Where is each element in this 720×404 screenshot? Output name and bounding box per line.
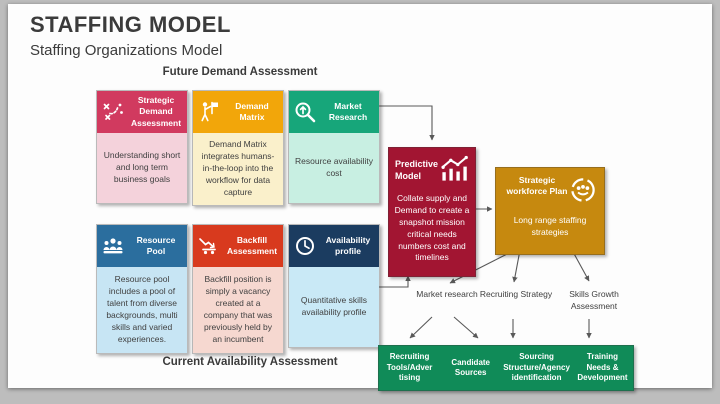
search-up-icon bbox=[289, 100, 321, 124]
box-title: Resource Pool bbox=[136, 234, 176, 256]
box-predictive-model: Predictive Model Collate supply and Dema… bbox=[388, 147, 476, 277]
bar-item-training-needs: Training Needs & Development bbox=[577, 352, 628, 383]
bottom-outcomes-bar: Recruiting Tools/Adver tising Candidate … bbox=[378, 345, 634, 391]
box-body-text: Collate supply and Demand to create a sn… bbox=[394, 193, 470, 263]
strategy-icon bbox=[97, 100, 129, 124]
slide-canvas: STAFFING MODEL Staffing Organizations Mo… bbox=[8, 4, 712, 391]
current-availability-assessment-label: Current Availability Assessment bbox=[162, 356, 338, 368]
box-header: Market Research bbox=[289, 91, 379, 133]
box-title: Market Research bbox=[328, 100, 368, 122]
slide-title: STAFFING MODEL bbox=[30, 12, 231, 37]
team-cycle-icon bbox=[568, 175, 598, 210]
label-skills-growth-assessment: Skills Growth Assessment bbox=[569, 289, 619, 312]
clock-icon bbox=[289, 234, 321, 258]
box-title: Predictive Model bbox=[395, 158, 439, 181]
box-market-research: Market Research Resource availability co… bbox=[288, 90, 380, 204]
bar-item-recruiting-tools: Recruiting Tools/Adver tising bbox=[386, 352, 433, 383]
box-strategic-workforce-plan: Strategic workforce Plan Long range staf… bbox=[495, 167, 605, 255]
future-demand-assessment-label: Future Demand Assessment bbox=[162, 66, 318, 78]
slide-subtitle: Staffing Organizations Model bbox=[30, 42, 223, 59]
people-icon bbox=[97, 234, 129, 258]
box-body-text: Backfill position is simply a vacancy cr… bbox=[193, 267, 283, 353]
box-header: Demand Matrix bbox=[193, 91, 283, 133]
box-strategic-demand-assessment: Strategic Demand Assessment Understandin… bbox=[96, 90, 188, 204]
box-header: Availability profile bbox=[289, 225, 379, 267]
bar-item-sourcing-structure: Sourcing Structure/Agency identification bbox=[503, 352, 570, 383]
box-body-text: Long range staffing strategies bbox=[513, 215, 587, 237]
box-header: Strategic workforce Plan bbox=[496, 168, 604, 210]
flag-person-icon bbox=[193, 100, 225, 124]
box-title: Demand Matrix bbox=[235, 100, 269, 122]
chart-icon bbox=[439, 154, 471, 187]
cart-icon bbox=[193, 234, 225, 258]
box-body-text: Resource availability cost bbox=[289, 133, 379, 203]
box-header: Resource Pool bbox=[97, 225, 187, 267]
box-availability-profile: Availability profile Quantitative skills… bbox=[288, 224, 380, 348]
box-header: Strategic Demand Assessment bbox=[97, 91, 187, 133]
label-market-research: Market research bbox=[416, 289, 478, 299]
box-body-text: Understanding short and long term busine… bbox=[97, 133, 187, 203]
box-resource-pool: Resource Pool Resource pool includes a p… bbox=[96, 224, 188, 354]
box-title: Backfill Assessment bbox=[226, 234, 278, 256]
box-body-text: Quantitative skills availability profile bbox=[289, 267, 379, 347]
box-backfill-assessment: Backfill Assessment Backfill position is… bbox=[192, 224, 284, 354]
box-demand-matrix: Demand Matrix Demand Matrix integrates h… bbox=[192, 90, 284, 206]
box-body-text: Demand Matrix integrates humans-in-the-l… bbox=[193, 133, 283, 205]
bar-item-candidate-sources: Candidate Sources bbox=[451, 357, 490, 377]
box-title: Strategic Demand Assessment bbox=[130, 95, 182, 128]
box-title: Strategic workforce Plan bbox=[506, 175, 568, 197]
label-recruiting-strategy: Recruiting Strategy bbox=[479, 289, 553, 299]
box-body-text: Resource pool includes a pool of talent … bbox=[97, 267, 187, 353]
box-title: Availability profile bbox=[325, 234, 371, 256]
box-header: Predictive Model bbox=[389, 148, 475, 187]
box-header: Backfill Assessment bbox=[193, 225, 283, 267]
